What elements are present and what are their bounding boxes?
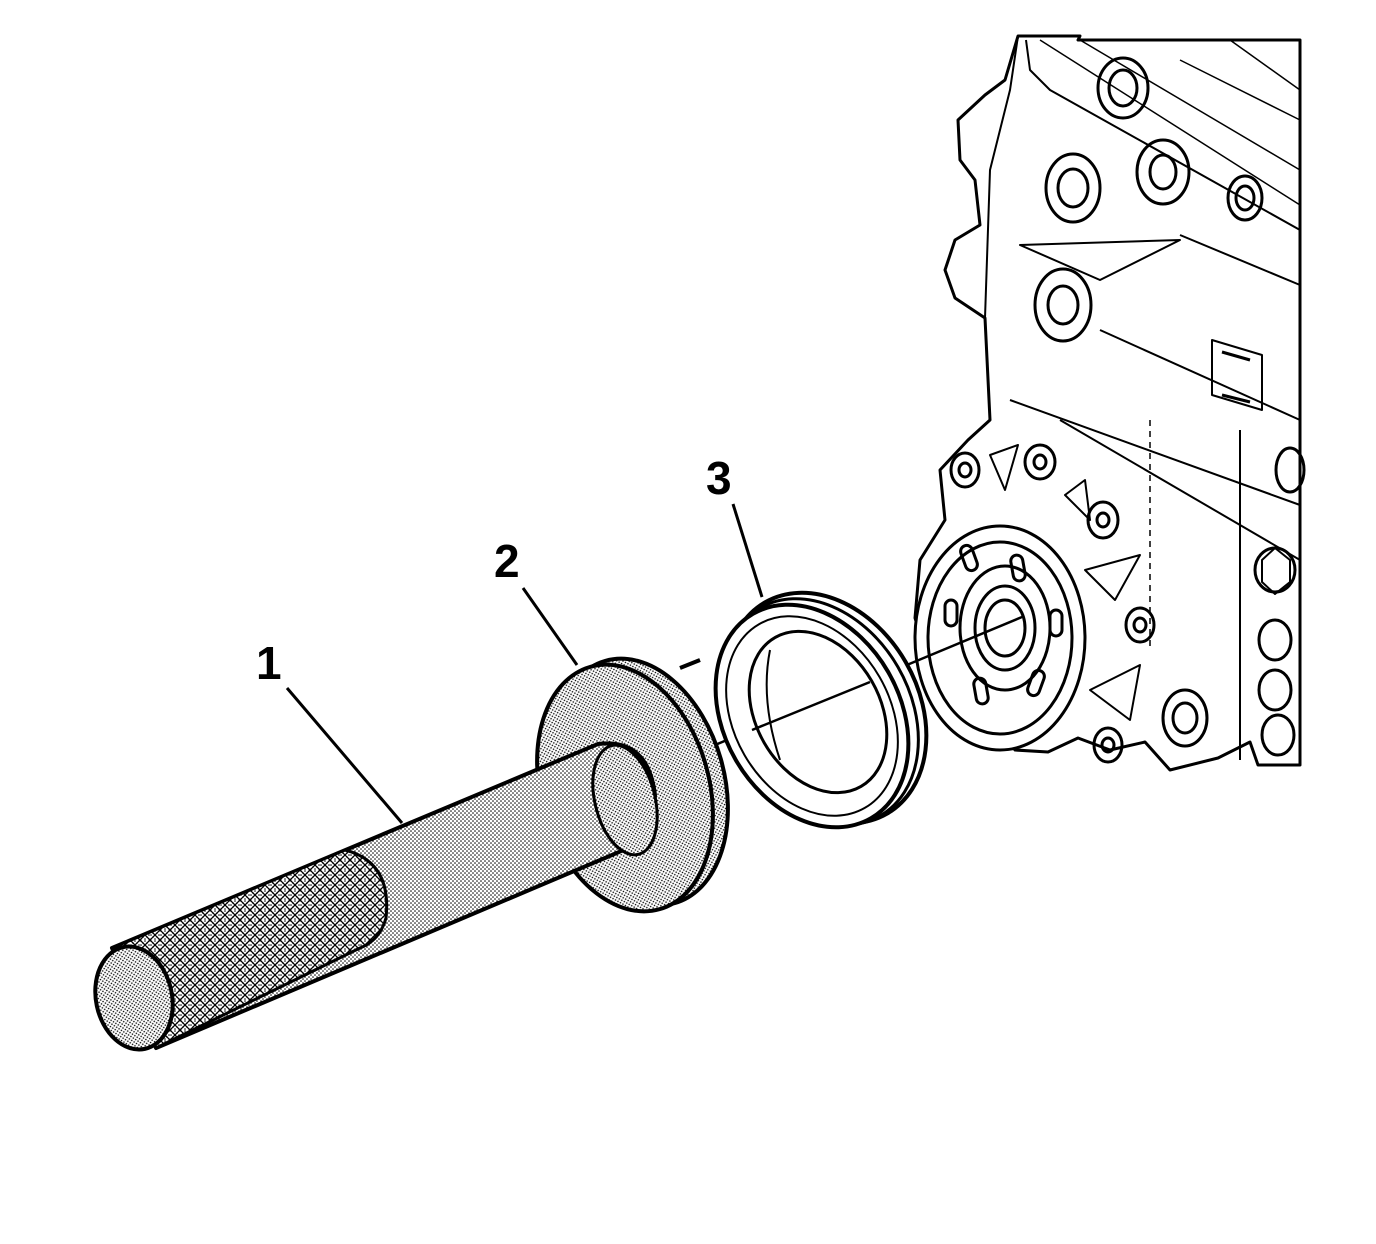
leader-2: [521, 587, 579, 666]
leader-1: [285, 687, 404, 824]
engine-housing: [913, 34, 1306, 772]
callout-label-2: 2: [494, 535, 520, 587]
callout-label-1: 1: [256, 637, 282, 689]
callout-leaders: [285, 503, 764, 824]
callout-label-3: 3: [706, 452, 732, 504]
handle-part-1: [93, 741, 659, 1052]
seal-part-3: [713, 590, 929, 830]
leader-3: [731, 503, 764, 598]
